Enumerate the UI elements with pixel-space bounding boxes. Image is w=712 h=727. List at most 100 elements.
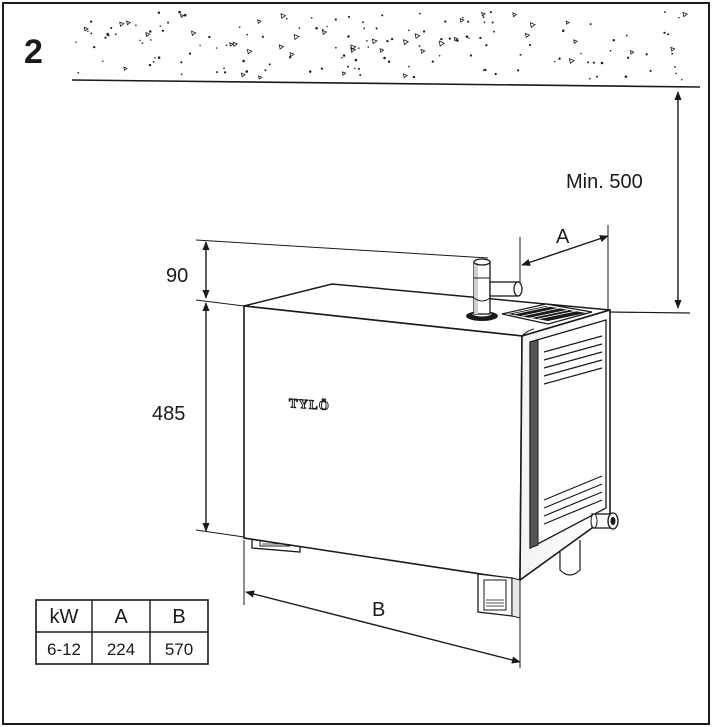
concrete-speck [561, 29, 565, 33]
concrete-speck [645, 53, 648, 56]
concrete-aggregate [240, 72, 246, 78]
concrete-speck [183, 13, 187, 17]
concrete-aggregate [524, 32, 531, 39]
concrete-speck [438, 54, 441, 57]
concrete-speck [161, 29, 165, 32]
concrete-speck [342, 54, 346, 57]
concrete-speck [489, 11, 492, 14]
concrete-speck [367, 46, 370, 48]
width-dimension-b: B [243, 540, 521, 668]
concrete-aggregate [420, 48, 426, 54]
concrete-speck [288, 56, 292, 59]
concrete-speck [491, 21, 494, 24]
concrete-aggregate [145, 31, 151, 38]
water-connection [590, 512, 619, 530]
concrete-aggregate [350, 44, 357, 51]
concrete-speck [152, 61, 155, 63]
side-panel [529, 319, 607, 550]
concrete-speck [223, 71, 227, 74]
concrete-aggregate [289, 51, 295, 58]
concrete-aggregate [414, 33, 421, 39]
concrete-speck [225, 44, 228, 47]
concrete-aggregate [190, 30, 197, 37]
concrete-speck [180, 73, 183, 76]
concrete-speck [456, 39, 459, 42]
concrete-speck [381, 14, 384, 17]
concrete-speck [188, 52, 192, 55]
concrete-speck [102, 60, 104, 62]
height-top-label: 90 [166, 265, 188, 287]
concrete-aggregate [321, 29, 328, 35]
concrete-speck [681, 78, 683, 81]
concrete-speck [387, 60, 391, 63]
concrete-speck [624, 75, 628, 78]
clearance-label: Min. 500 [566, 171, 643, 193]
concrete-aggregate [379, 48, 385, 53]
concrete-speck [553, 60, 556, 63]
drain-pipe [559, 540, 581, 576]
concrete-speck [75, 41, 77, 43]
concrete-speck [587, 61, 590, 64]
concrete-aggregate [565, 20, 570, 25]
concrete-speck [467, 20, 470, 23]
concrete-speck [335, 46, 337, 49]
height-body-dimension: 485 [152, 302, 245, 538]
concrete-speck [90, 32, 93, 35]
concrete-speck [77, 71, 80, 74]
concrete-aggregate [278, 44, 285, 50]
concrete-speck [246, 33, 248, 36]
concrete-speck [320, 67, 324, 70]
width-label: B [372, 599, 385, 621]
concrete-speck [180, 61, 183, 64]
concrete-speck [199, 44, 201, 47]
concrete-speck [627, 56, 630, 59]
concrete-speck [468, 37, 470, 40]
concrete-aggregate [180, 13, 185, 19]
concrete-speck [375, 27, 378, 30]
concrete-speck [418, 12, 421, 15]
concrete-speck [159, 25, 162, 27]
concrete-speck [310, 16, 313, 19]
concrete-speck [609, 49, 612, 52]
concrete-speck [347, 65, 350, 68]
concrete-speck [589, 23, 592, 26]
concrete-speck [322, 28, 324, 31]
concrete-speck [216, 71, 218, 74]
concrete-aggregate [682, 11, 689, 18]
depth-dimension-a: A [519, 225, 609, 310]
right-foot [477, 573, 521, 619]
concrete-speck [625, 34, 628, 37]
concrete-aggregate [123, 66, 128, 71]
brand-logo: TYLÖ [286, 374, 338, 414]
concrete-aggregate [529, 22, 536, 29]
concrete-speck [141, 42, 144, 45]
height-top-dimension: 90 [166, 239, 489, 307]
concrete-speck [580, 52, 582, 55]
concrete-speck [87, 30, 89, 33]
concrete-speck [418, 45, 421, 47]
concrete-speck [596, 75, 598, 78]
concrete-aggregate [126, 20, 132, 26]
concrete-aggregate [229, 42, 234, 47]
concrete-speck [517, 69, 520, 72]
concrete-speck [671, 52, 674, 55]
concrete-speck [519, 53, 522, 56]
concrete-speck [315, 26, 318, 30]
concrete-speck [482, 16, 485, 18]
concrete-speck [362, 21, 364, 24]
concrete-speck [261, 35, 265, 38]
concrete-speck [612, 39, 615, 42]
concrete-aggregate [402, 39, 410, 46]
concrete-aggregate [453, 36, 459, 42]
concrete-aggregate [83, 26, 89, 32]
concrete-speck [422, 30, 426, 33]
concrete-speck [493, 30, 495, 33]
table-header-a: A [114, 606, 128, 628]
steam-generator: TYLÖ [243, 258, 619, 619]
concrete-speck [264, 69, 267, 72]
concrete-speck [484, 68, 487, 72]
concrete-aggregate [459, 17, 465, 23]
front-face [243, 305, 523, 581]
